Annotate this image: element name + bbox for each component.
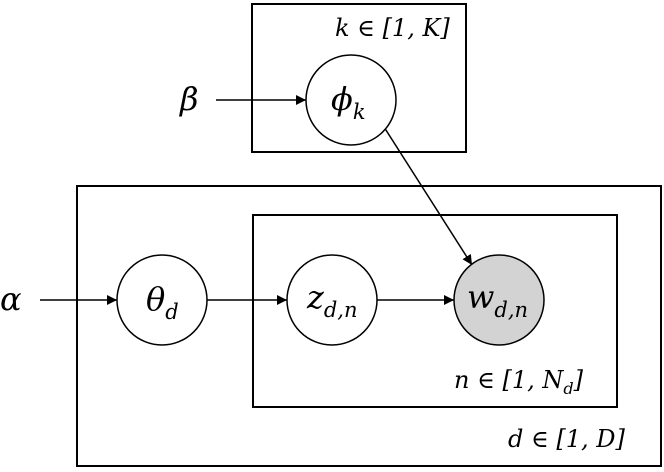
z-symbol: z (306, 278, 325, 316)
phi-label: ϕk (331, 80, 366, 124)
topic-plate (251, 3, 467, 153)
alpha-label: α (0, 280, 22, 318)
phi-symbol: ϕ (331, 80, 353, 118)
theta-node (116, 254, 208, 346)
beta-label: β (179, 80, 199, 118)
word-plate (252, 214, 618, 408)
w-subscript: d,n (494, 298, 528, 322)
w-label: wd,n (467, 278, 528, 322)
z-label: zd,n (306, 278, 358, 322)
topic-plate-label: k ∈ [1, K] (335, 14, 450, 42)
word-plate-label: n ∈ [1, Nd] (454, 366, 584, 398)
theta-symbol: θ (146, 280, 165, 318)
phi-node (305, 54, 397, 146)
z-node (286, 254, 378, 346)
document-plate-label: d ∈ [1, D] (508, 425, 626, 453)
word-plate-label-subscript: d (563, 379, 573, 398)
document-plate (76, 185, 662, 467)
z-subscript: d,n (324, 298, 358, 322)
edge-phi-w (383, 126, 473, 266)
w-symbol: w (467, 278, 494, 316)
w-node-observed (453, 254, 545, 346)
theta-label: θd (146, 280, 179, 324)
phi-subscript: k (353, 100, 366, 124)
theta-subscript: d (165, 300, 178, 324)
